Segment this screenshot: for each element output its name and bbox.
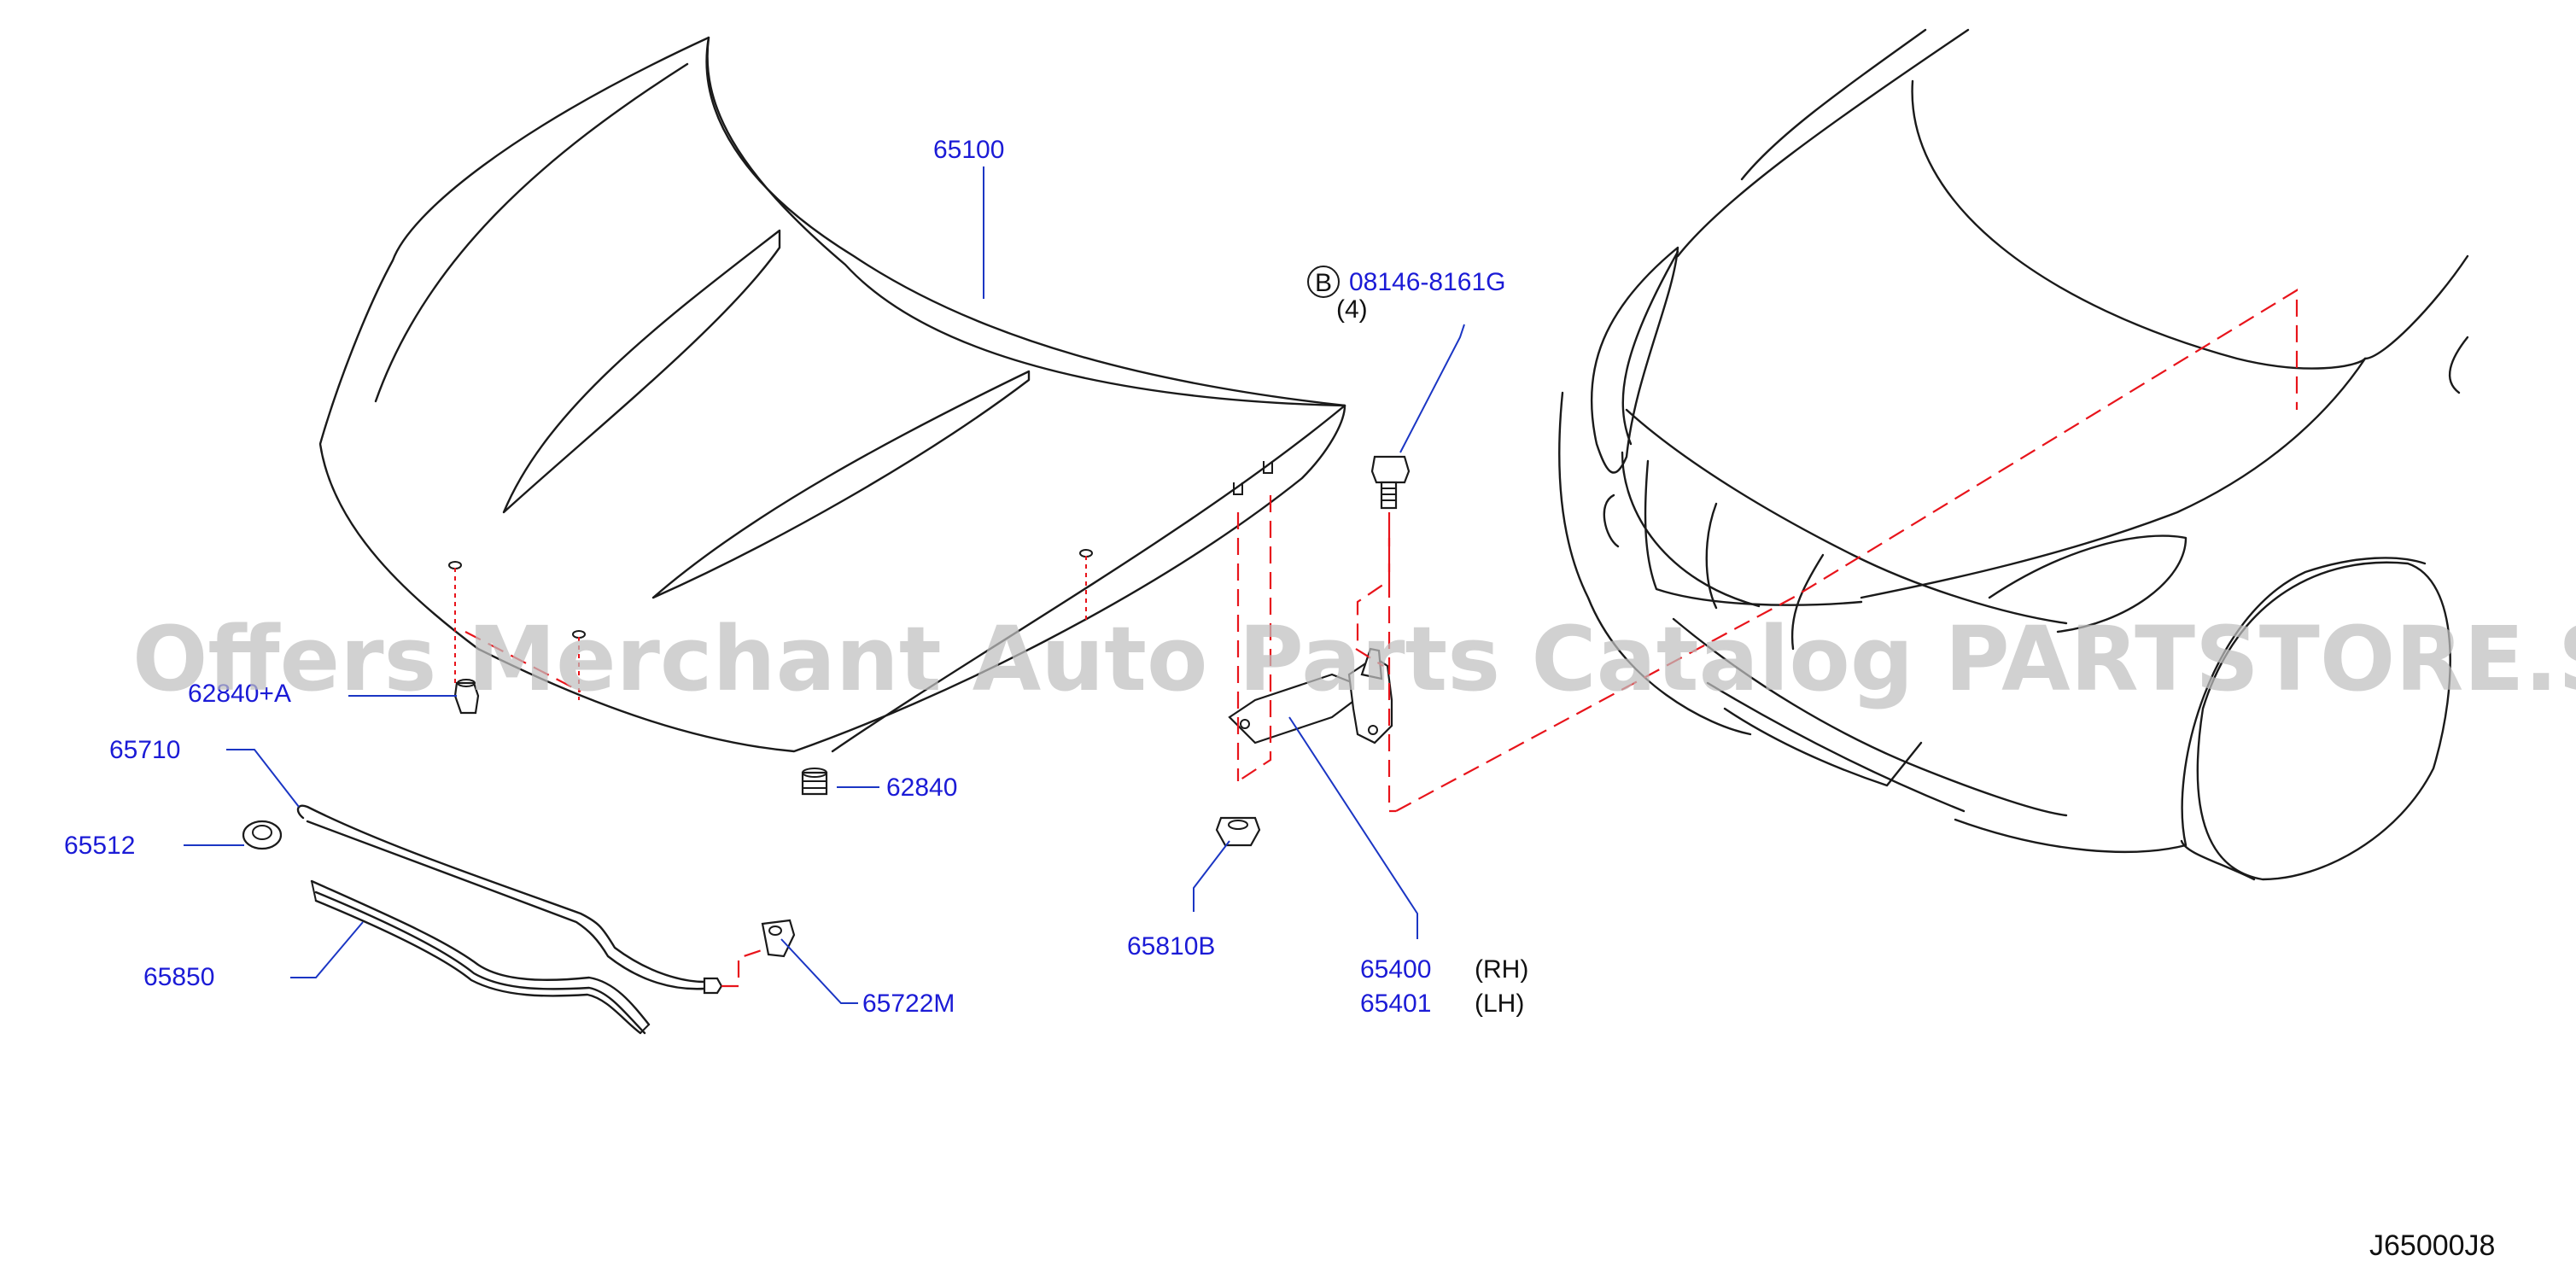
callout-rod-grommet[interactable]: 65512: [64, 832, 135, 860]
bolt-symbol-circle: [1307, 266, 1340, 298]
bolt-quantity: (4): [1336, 295, 1368, 324]
watermark: Offers Merchant Auto Parts Catalog PARTS…: [132, 607, 2576, 711]
callout-hinge-nut[interactable]: 65810B: [1127, 932, 1215, 960]
callout-hood[interactable]: 65100: [933, 136, 1004, 164]
callout-bumper-a[interactable]: 62840+A: [188, 680, 291, 708]
bumper-part[interactable]: [801, 768, 828, 796]
callout-hinge-rh[interactable]: 65400: [1360, 955, 1431, 984]
bolt-symbol: B: [1315, 269, 1332, 297]
hood-support-rod[interactable]: [296, 804, 723, 995]
callout-rod-clip[interactable]: 65722M: [862, 990, 955, 1018]
hood-panel[interactable]: [318, 36, 1346, 753]
rod-grommet[interactable]: [242, 820, 283, 850]
label-rh: (RH): [1475, 955, 1528, 984]
hinge-nut[interactable]: [1215, 816, 1261, 847]
hood-seal[interactable]: [310, 879, 651, 1035]
callout-hood-rod[interactable]: 65710: [109, 736, 180, 764]
callout-seal[interactable]: 65850: [143, 963, 214, 991]
rod-clip[interactable]: [761, 919, 796, 958]
phantom-lines: [454, 289, 2299, 988]
callout-hinge-lh[interactable]: 65401: [1360, 990, 1431, 1018]
leader-lines: [184, 166, 1465, 1004]
label-lh: (LH): [1475, 990, 1524, 1018]
callout-bumper[interactable]: 62840: [886, 774, 957, 802]
hood-hinge[interactable]: [1228, 647, 1393, 744]
hinge-bolt[interactable]: [1370, 455, 1411, 510]
callout-labels: 65100 B 08146-8161G (4) 62840+A 62840 65…: [64, 136, 1528, 1018]
vehicle-front-outline: [1558, 28, 2469, 881]
callout-bolt[interactable]: 08146-8161G: [1349, 268, 1506, 296]
diagram-code: J65000J8: [2369, 1229, 2495, 1262]
